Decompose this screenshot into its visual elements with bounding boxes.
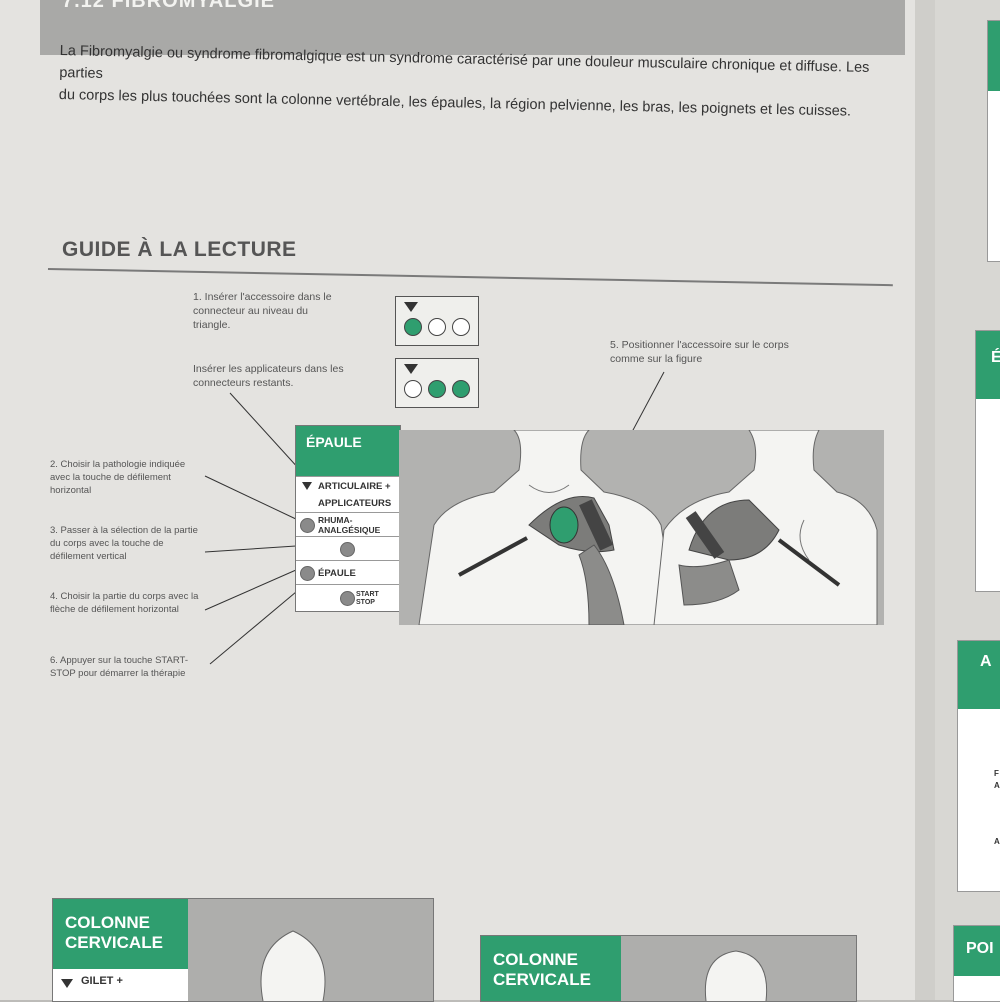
panel-title: ÉPAULE <box>306 434 362 450</box>
panel-row-start-stop[interactable]: START STOP <box>296 584 400 612</box>
card1-row[interactable]: GILET + <box>53 969 188 1001</box>
side-card-3-head: A <box>958 641 1000 709</box>
side-card-1 <box>987 20 1000 262</box>
panel-row-applicateurs: APPLICATEURS <box>296 496 400 512</box>
connector-diagram-accessory <box>395 296 479 346</box>
side-card-2-letter: É <box>991 349 1000 366</box>
side-card-3-letter: A <box>980 653 992 670</box>
facing-page: É A F A A POI <box>935 0 1000 1002</box>
connector-dot-icon <box>404 380 422 398</box>
step-6-note: 6. Appuyer sur la touche START-STOP pour… <box>50 655 188 679</box>
step-1-note: 1. Insérer l'accessoire dans le connecte… <box>193 291 332 331</box>
side-card-4-head: POI <box>954 926 1000 976</box>
side-card-3: A F A A <box>957 640 1000 892</box>
side-card-4-letter: POI <box>966 940 994 957</box>
step-4-note: 4. Choisir la partie du corps avec la fl… <box>50 591 199 615</box>
row-articulaire-label: ARTICULAIRE + <box>318 481 391 492</box>
panel-row-select[interactable] <box>296 536 400 561</box>
card1-title: COLONNE CERVICALE <box>65 913 163 952</box>
guide-title: GUIDE À LA LECTURE <box>62 238 297 261</box>
shoulder-figures <box>399 429 884 626</box>
side-card-2: É <box>975 330 1000 592</box>
connector-dot-icon <box>428 318 446 336</box>
step-3-note: 3. Passer à la sélection de la partie du… <box>50 525 198 562</box>
page-edge <box>915 0 935 1000</box>
row-applicateurs-label: APPLICATEURS <box>318 498 392 509</box>
therapy-panel: ÉPAULE ARTICULAIRE + APPLICATEURS RHUMA-… <box>295 425 401 612</box>
step-5-note: 5. Positionner l'accessoire sur le corps… <box>610 339 789 365</box>
section-header-bar: 7.12 FIBROMYALGIE <box>40 0 905 55</box>
button-dot-icon <box>300 566 315 581</box>
button-dot-icon <box>340 591 355 606</box>
connector-dot-icon <box>428 380 446 398</box>
card-colonne-cervicale-1: COLONNE CERVICALE GILET + <box>52 898 434 1002</box>
card1-row-label: GILET + <box>81 975 123 987</box>
panel-row-articulaire[interactable]: ARTICULAIRE + <box>296 476 400 497</box>
triangle-icon <box>404 302 418 312</box>
card2-title-bar: COLONNE CERVICALE <box>481 936 621 1001</box>
side-card-2-head: É <box>976 331 1000 399</box>
side-card-1-head <box>988 21 1000 91</box>
step-1b-note: Insérer les applicateurs dans les connec… <box>193 363 344 389</box>
row-epaule-label: ÉPAULE <box>318 568 356 579</box>
step-2-note: 2. Choisir la pathologie indiquée avec l… <box>50 459 186 496</box>
card2-title: COLONNE CERVICALE <box>493 950 591 989</box>
triangle-icon <box>302 482 312 490</box>
triangle-icon <box>61 979 73 988</box>
triangle-icon <box>404 364 418 374</box>
manual-page: 7.12 FIBROMYALGIE La Fibromyalgie ou syn… <box>0 0 915 1002</box>
start-stop-label: START STOP <box>356 591 379 606</box>
section-title: 7.12 FIBROMYALGIE <box>62 0 275 12</box>
side-card-3-row-letter: A <box>994 781 1000 790</box>
card1-title-bar: COLONNE CERVICALE <box>53 899 188 969</box>
row-rhuma-label: RHUMA-ANALGÉSIQUE <box>318 515 381 535</box>
button-dot-icon <box>300 518 315 533</box>
connector-dot-icon <box>452 318 470 336</box>
side-card-3-row-letter: A <box>994 837 1000 846</box>
side-card-4: POI <box>953 925 1000 1002</box>
panel-row-rhuma[interactable]: RHUMA-ANALGÉSIQUE <box>296 512 400 537</box>
connector-diagram-applicators <box>395 358 479 408</box>
panel-title-bar: ÉPAULE <box>296 426 400 476</box>
panel-row-epaule[interactable]: ÉPAULE <box>296 560 400 585</box>
shoulder-illustration <box>399 429 884 626</box>
head-illustration <box>704 950 768 1001</box>
side-card-3-row-letter: F <box>994 769 999 778</box>
card-colonne-cervicale-2: COLONNE CERVICALE <box>480 935 857 1002</box>
button-dot-icon <box>340 542 355 557</box>
head-illustration <box>260 930 326 1001</box>
connector-dot-icon <box>404 318 422 336</box>
connector-dot-icon <box>452 380 470 398</box>
